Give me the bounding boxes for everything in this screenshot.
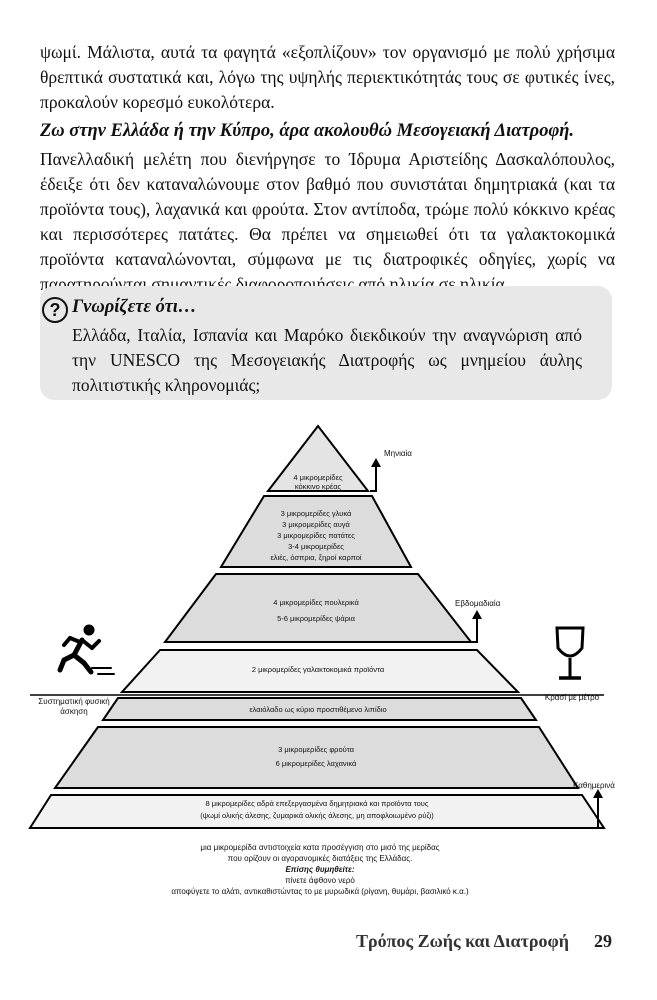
monthly-arrow-icon — [370, 458, 381, 492]
tier-monthly-line-2: κόκκινο κρέας — [295, 482, 342, 491]
footer-title: Τρόπος Ζωής και Διατροφή — [356, 931, 569, 951]
label-wine: Κρασί με μέτρο — [545, 693, 600, 702]
tier-weekly-top-line-1: 3 μικρομερίδες γλυκά — [281, 509, 352, 518]
tier-cereals — [28, 794, 606, 829]
label-weekly: Εβδομαδιαία — [455, 599, 501, 608]
tier-weekly-top-line-2: 3 μικρομερίδες αυγά — [282, 520, 350, 529]
footnote-line-5: αποφύγετε το αλάτι, αντικαθιστώντας το μ… — [171, 887, 469, 896]
tier-dairy — [119, 649, 521, 693]
tier-dairy-text: 2 μικρομερίδες γαλακτοκομικά προϊόντα — [252, 665, 385, 674]
body-paragraph-2: Πανελλαδική μελέτη που διενήργησε το Ίδρ… — [40, 149, 615, 294]
tier-weekly-top-line-5: ελιές, όσπρια, ξηροί καρποί — [270, 553, 361, 562]
question-circle-icon: ? — [42, 297, 68, 323]
tier-fruits-vegetables — [53, 726, 580, 789]
tier-weekly-bottom-line-1: 4 μικρομερίδες πουλερικά — [273, 598, 359, 607]
tier-fruits-line-1: 3 μικρομερίδες φρούτα — [278, 745, 355, 754]
tier-cereals-line-2: (ψωμί ολικής άλεσης, ζυμαρικά ολικής άλε… — [200, 811, 434, 820]
label-monthly: Μηνιαία — [384, 449, 412, 458]
footnote-line-2: που ορίζουν οι αγορανομικές διατάξεις τη… — [227, 854, 413, 863]
page-number: 29 — [594, 931, 612, 951]
label-exercise-line-2: άσκηση — [60, 707, 87, 716]
tier-weekly-bottom-line-2: 5-6 μικρομερίδες ψάρια — [277, 614, 356, 623]
footnote-line-1: μια μικρομερίδα αντιστοιχεία κατα προσέγ… — [200, 843, 440, 852]
weekly-arrow-icon — [467, 610, 482, 643]
daily-arrow-icon — [592, 789, 603, 829]
did-you-know-text: Ελλάδα, Ιταλία, Ισπανία και Μαρόκο διεκδ… — [72, 325, 582, 395]
tier-fruits-line-2: 6 μικρομερίδες λαχανικά — [276, 759, 357, 768]
tier-weekly-top — [219, 495, 413, 568]
food-pyramid-diagram: 4 μικρομερίδες κόκκινο κρέας 3 μικρομερί… — [28, 424, 615, 829]
footnote-line-3: Επίσης θυμηθείτε: — [285, 865, 355, 874]
tier-weekly-top-line-4: 3-4 μικρομερίδες — [288, 542, 344, 551]
tier-weekly-top-line-3: 3 μικρομερίδες πατάτες — [277, 531, 355, 540]
tier-olive-oil-text: ελαιόλαδο ως κύριο προστιθέμενο λιπίδιο — [249, 705, 386, 714]
tier-monthly — [265, 424, 371, 492]
running-person-icon — [57, 624, 115, 675]
tier-weekly-bottom — [163, 573, 474, 643]
tier-cereals-line-1: 8 μικρομερίδες αδρά επεξεργασμένα δημητρ… — [206, 799, 429, 808]
label-daily: Καθημερινά — [573, 781, 615, 790]
section-heading: Ζω στην Ελλάδα ή την Κύπρο, άρα ακολουθώ… — [40, 121, 575, 141]
tier-monthly-line-1: 4 μικρομερίδες — [293, 473, 343, 482]
body-paragraph-1: ψωμί. Μάλιστα, αυτά τα φαγητά «εξοπλίζου… — [40, 42, 615, 112]
did-you-know-box: ? Γνωρίζετε ότι… Ελλάδα, Ιταλία, Ισπανία… — [40, 286, 612, 400]
wine-glass-icon — [555, 626, 585, 680]
label-exercise-line-1: Συστηματική φυσική — [38, 697, 109, 706]
did-you-know-title: Γνωρίζετε ότι… — [72, 297, 197, 317]
tier-olive-oil — [101, 697, 538, 721]
footnote-line-4: πίνετε άφθονο νερό — [285, 876, 355, 885]
